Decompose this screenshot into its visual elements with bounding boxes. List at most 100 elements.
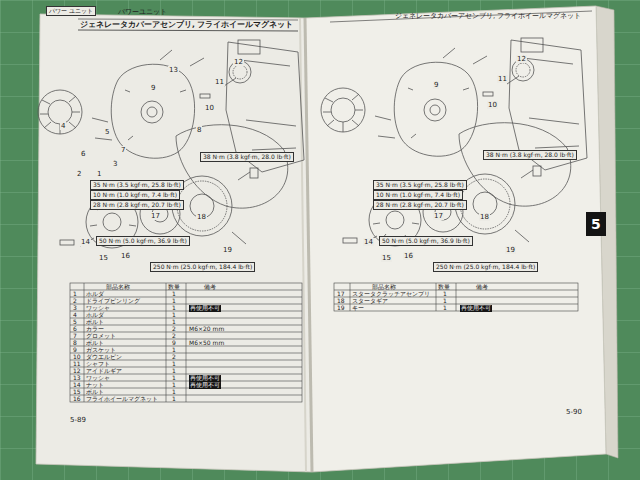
torque-box: 28 N·m (2.8 kgf·m, 20.7 lb·ft) <box>373 200 467 210</box>
table-cell: 1 <box>172 319 176 326</box>
table-cell: 2 <box>172 354 176 361</box>
callout-number: 5 <box>104 128 110 136</box>
callout-number: 12 <box>233 58 244 66</box>
callout-number: 18 <box>479 213 490 221</box>
torque-box: 10 N·m (1.0 kgf·m, 7.4 lb·ft) <box>90 190 180 200</box>
table-cell: 11 <box>73 361 81 368</box>
torque-box: 28 N·m (2.8 kgf·m, 20.7 lb·ft) <box>90 200 184 210</box>
table-cell: 1 <box>172 368 176 375</box>
callout-number: 10 <box>204 104 215 112</box>
table-cell: 1 <box>172 389 176 396</box>
table-cell: 15 <box>73 389 81 396</box>
table-cell: 19 <box>337 305 345 312</box>
table-cell: ナット <box>86 382 104 389</box>
node-text: 35 N·m (3.5 kgf·m, 25.8 lb·ft) <box>376 181 464 188</box>
table-cell: 1 <box>172 298 176 305</box>
table-cell: M6×20 mm <box>189 326 224 333</box>
callout-number: 11 <box>214 78 225 86</box>
node-text: 50 N·m (5.0 kgf·m, 36.9 lb·ft) <box>99 237 187 244</box>
table-cell: スタータクラッチアセンブリ <box>352 291 430 298</box>
table-cell: 18 <box>337 298 345 305</box>
table-cell: シャフト <box>86 361 110 368</box>
callout-number: 19 <box>222 246 233 254</box>
callout-number: 17 <box>150 212 161 220</box>
node-text: 35 N·m (3.5 kgf·m, 25.8 lb·ft) <box>93 181 181 188</box>
callout-number: 11 <box>497 75 508 83</box>
chapter-tab: 5 <box>586 212 606 236</box>
table-cell: フライホイールマグネット <box>86 396 158 403</box>
table-cell: M6×50 mm <box>189 340 224 347</box>
table-header: 部品名称 <box>106 284 130 291</box>
callout-number: 15 <box>381 254 392 262</box>
table-cell: 4 <box>73 312 77 319</box>
torque-box: 50 N·m (5.0 kgf·m, 36.9 lb·ft) <box>379 236 473 246</box>
table-cell: 8 <box>73 340 77 347</box>
callout-number: 16 <box>120 252 131 260</box>
table-cell: 1 <box>443 291 447 298</box>
table-cell: ワッシャ <box>86 375 110 382</box>
table-cell: 14 <box>73 382 81 389</box>
table-cell: 10 <box>73 354 81 361</box>
page-number: 5-90 <box>566 408 582 416</box>
torque-box: 35 N·m (3.5 kgf·m, 25.8 lb·ft) <box>90 180 184 190</box>
table-cell: 7 <box>73 333 77 340</box>
table-cell: 1 <box>443 298 447 305</box>
table-header: 数量 <box>438 284 450 291</box>
table-cell: 1 <box>172 396 176 403</box>
callout-number: 13 <box>168 66 179 74</box>
callout-number: 7 <box>120 146 126 154</box>
node-text: 10 N·m (1.0 kgf·m, 7.4 lb·ft) <box>376 191 460 198</box>
callout-number: 15 <box>98 254 109 262</box>
callout-number: 14 <box>363 238 374 246</box>
table-cell: ダウエルピン <box>86 354 122 361</box>
table-cell: ボルト <box>86 319 104 326</box>
table-cell: ボルト <box>86 389 104 396</box>
table-cell: ボルト <box>86 340 104 347</box>
table-cell: 9 <box>172 340 176 347</box>
node-text: 28 N·m (2.8 kgf·m, 20.7 lb·ft) <box>376 201 464 208</box>
node-text: 10 N·m (1.0 kgf·m, 7.4 lb·ft) <box>93 191 177 198</box>
table-header: 部品名称 <box>372 284 396 291</box>
table-cell: 2 <box>172 326 176 333</box>
table-cell: 1 <box>443 305 447 312</box>
table-cell: グロメット <box>86 333 116 340</box>
table-cell: アイドルギア <box>86 368 122 375</box>
callout-number: 9 <box>433 81 439 89</box>
table-cell: 6 <box>73 326 77 333</box>
table-header: 数量 <box>168 284 180 291</box>
table-cell: 1 <box>172 375 176 382</box>
table-cell: 5 <box>73 319 77 326</box>
table-cell: 1 <box>172 291 176 298</box>
callout-number: 10 <box>487 101 498 109</box>
section-tab: パワー ユニット <box>46 6 96 16</box>
callout-number: 1 <box>96 170 102 178</box>
table-header: 備考 <box>476 284 488 291</box>
torque-box: 10 N·m (1.0 kgf·m, 7.4 lb·ft) <box>373 190 463 200</box>
table-cell: 12 <box>73 368 81 375</box>
node-text: 28 N·m (2.8 kgf·m, 20.7 lb·ft) <box>93 201 181 208</box>
callout-number: 3 <box>112 160 118 168</box>
table-cell: 1 <box>172 347 176 354</box>
page-number: 5-89 <box>70 416 86 424</box>
callout-number: 8 <box>196 126 202 134</box>
table-cell: ホルダ <box>86 291 104 298</box>
table-cell: 再使用不可 <box>189 305 221 312</box>
table-cell: 2 <box>172 333 176 340</box>
torque-box: 50 N·m (5.0 kgf·m, 36.9 lb·ft) <box>96 236 190 246</box>
node-text: 250 N·m (25.0 kgf·m, 184.4 lb·ft) <box>436 263 535 270</box>
torque-box: 35 N·m (3.5 kgf·m, 25.8 lb·ft) <box>373 180 467 190</box>
table-cell: 16 <box>73 396 81 403</box>
table-cell: 再使用不可 <box>460 305 492 312</box>
table-cell: 13 <box>73 375 81 382</box>
table-cell: 1 <box>172 361 176 368</box>
callout-number: 14 <box>80 238 91 246</box>
torque-box: 250 N·m (25.0 kgf·m, 184.4 lb·ft) <box>150 262 255 272</box>
table-cell: ホルダ <box>86 312 104 319</box>
callout-number: 4 <box>60 122 66 130</box>
table-cell: スタータギア <box>352 298 388 305</box>
table-cell: カラー <box>86 326 104 333</box>
section-name: パワーユニット <box>118 8 167 16</box>
node-text: 38 N·m (3.8 kgf·m, 28.0 lb·ft) <box>203 153 291 160</box>
node-text: 38 N·m (3.8 kgf·m, 28.0 lb·ft) <box>486 151 574 158</box>
